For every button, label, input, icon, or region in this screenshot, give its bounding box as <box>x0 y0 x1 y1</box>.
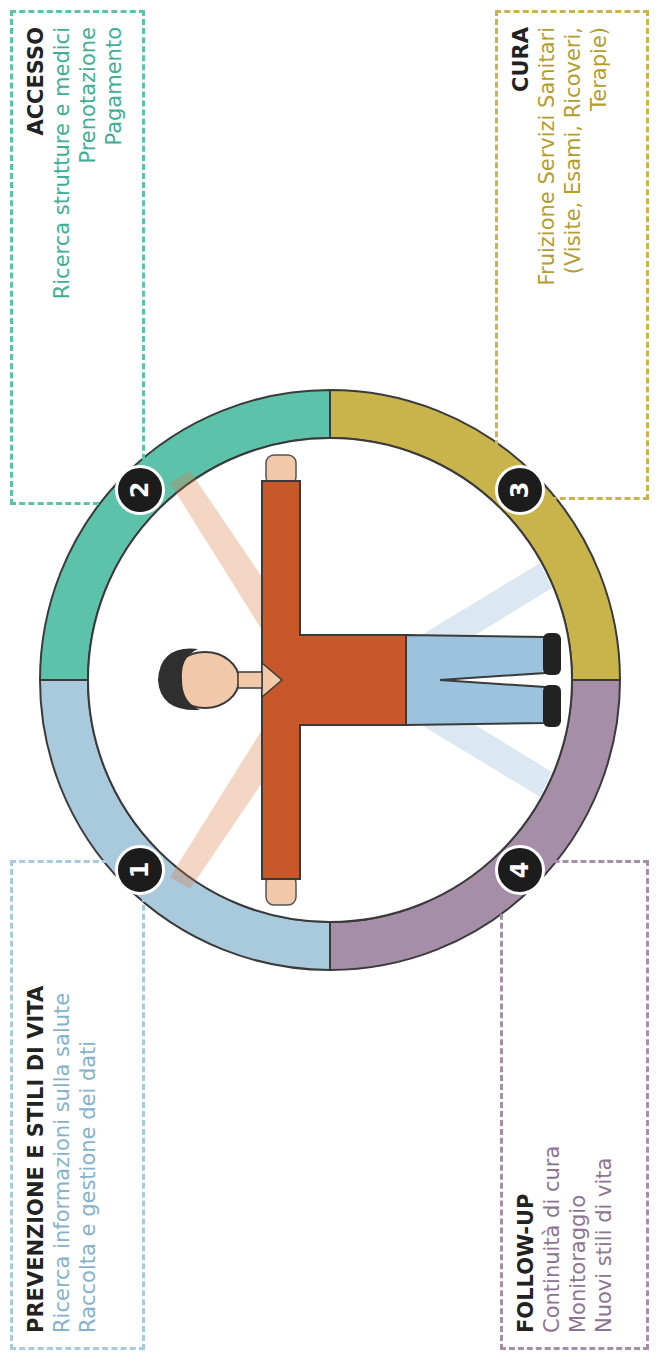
stage-title: FOLLOW-UP <box>513 877 539 1333</box>
stage-item: Monitoraggio <box>565 877 591 1333</box>
callout-number: 2 <box>128 482 152 499</box>
stage-box: PREVENZIONE E STILI DI VITARicerca infor… <box>10 860 145 1350</box>
step-number-circle: 1 <box>115 845 165 895</box>
stage-title: ACCESSO <box>23 27 49 488</box>
step-number-circle: 3 <box>495 465 545 515</box>
stage-title: CURA <box>508 27 534 483</box>
stage-item: Continuità di cura <box>539 877 565 1333</box>
stage-item: Ricerca informazioni sulla salute <box>49 877 75 1333</box>
stage-item: Prenotazione <box>75 27 101 488</box>
stage-box: CURAFruizione Servizi Sanitari (Visite, … <box>495 10 649 500</box>
step-number-circle: 4 <box>495 845 545 895</box>
callout-number: 4 <box>508 862 532 879</box>
stage-item: Raccolta e gestione dei dati <box>75 877 101 1333</box>
callout-number: 3 <box>508 482 532 499</box>
stage-box: FOLLOW-UPContinuità di curaMonitoraggioN… <box>500 860 649 1350</box>
stage-item: Pagamento <box>101 27 127 488</box>
stage-item: Ricerca strutture e medici <box>49 27 75 488</box>
callout-number: 1 <box>128 862 152 879</box>
stage-item: Nuovi stili di vita <box>591 877 617 1333</box>
stage-item: Fruizione Servizi Sanitari (Visite, Esam… <box>534 27 612 327</box>
stage-title: PREVENZIONE E STILI DI VITA <box>23 877 49 1333</box>
stage-box: ACCESSORicerca strutture e mediciPrenota… <box>10 10 145 505</box>
step-number-circle: 2 <box>115 465 165 515</box>
